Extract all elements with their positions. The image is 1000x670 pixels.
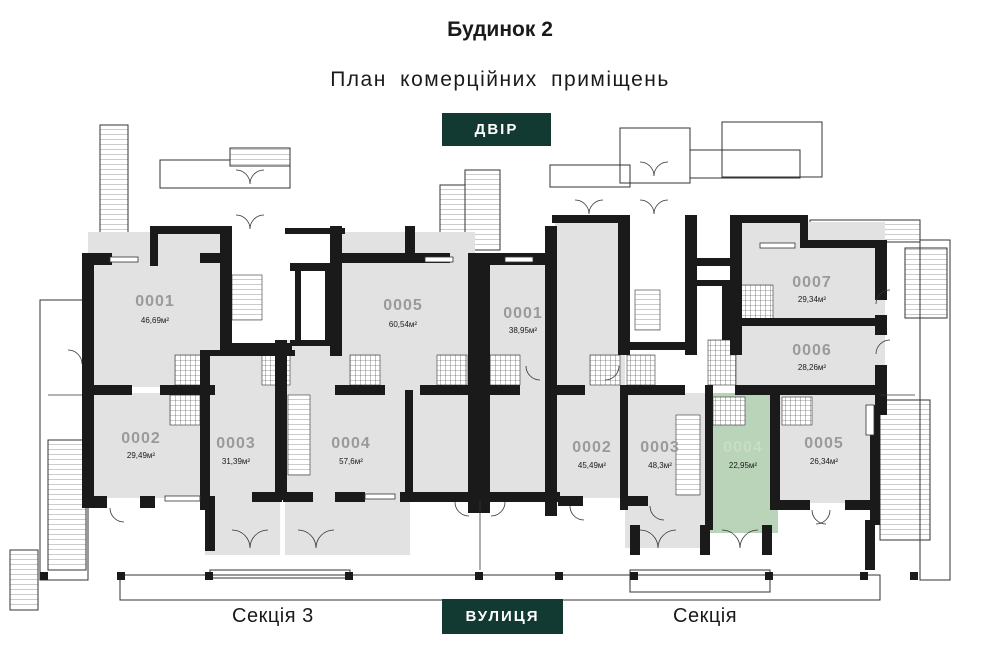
building-title: Будинок 2 — [447, 18, 553, 41]
room-0007-area: 29,34м² — [798, 295, 827, 304]
room-0002-s3-area: 29,49м² — [127, 451, 156, 460]
room-labels: 0001 46,69м² 0005 60,54м² 0001 38,95м² 0… — [121, 274, 844, 470]
room-fills — [88, 222, 885, 555]
room-0005-s-area: 26,34м² — [810, 457, 839, 466]
doors — [67, 161, 891, 549]
room-0004-s3-name: 0004 — [331, 435, 371, 452]
room-0005-s3-name: 0005 — [383, 297, 423, 314]
room-0007-name: 0007 — [792, 274, 832, 291]
room-0002-s3-name: 0002 — [121, 430, 161, 447]
room-0003-s3-name: 0003 — [216, 435, 256, 452]
room-0005-s3-area: 60,54м² — [389, 320, 418, 329]
interior-stairs — [231, 274, 701, 496]
section-label: Секція — [673, 605, 738, 627]
plan-subtitle: План комерційних приміщень — [330, 68, 670, 91]
room-0002-s-area: 45,49м² — [578, 461, 607, 470]
street-badge: ВУЛИЦЯ — [442, 599, 563, 634]
room-0002-s-name: 0002 — [572, 439, 612, 456]
room-0003-s-area: 48,3м² — [648, 461, 672, 470]
room-0005-s-name: 0005 — [804, 435, 844, 452]
room-0004-s-name[interactable]: 0004 — [723, 439, 763, 456]
walls — [40, 215, 918, 580]
room-0003-s3-area: 31,39м² — [222, 457, 251, 466]
room-0004-s3-area: 57,6м² — [339, 457, 363, 466]
room-0003-s-name: 0003 — [640, 439, 680, 456]
yard-badge: ДВІР — [442, 113, 551, 146]
room-0006-area: 28,26м² — [798, 363, 827, 372]
room-0001-s3-name: 0001 — [135, 293, 175, 310]
room-0004-s-area[interactable]: 22,95м² — [729, 461, 758, 470]
room-0001-s3-area: 46,69м² — [141, 316, 170, 325]
facade-lines — [48, 394, 915, 570]
section-3-label: Секція 3 — [232, 605, 314, 627]
room-0001-s-area: 38,95м² — [509, 326, 538, 335]
room-0006-name: 0006 — [792, 342, 832, 359]
windows — [109, 242, 875, 502]
room-0001-s-name: 0001 — [503, 305, 543, 322]
